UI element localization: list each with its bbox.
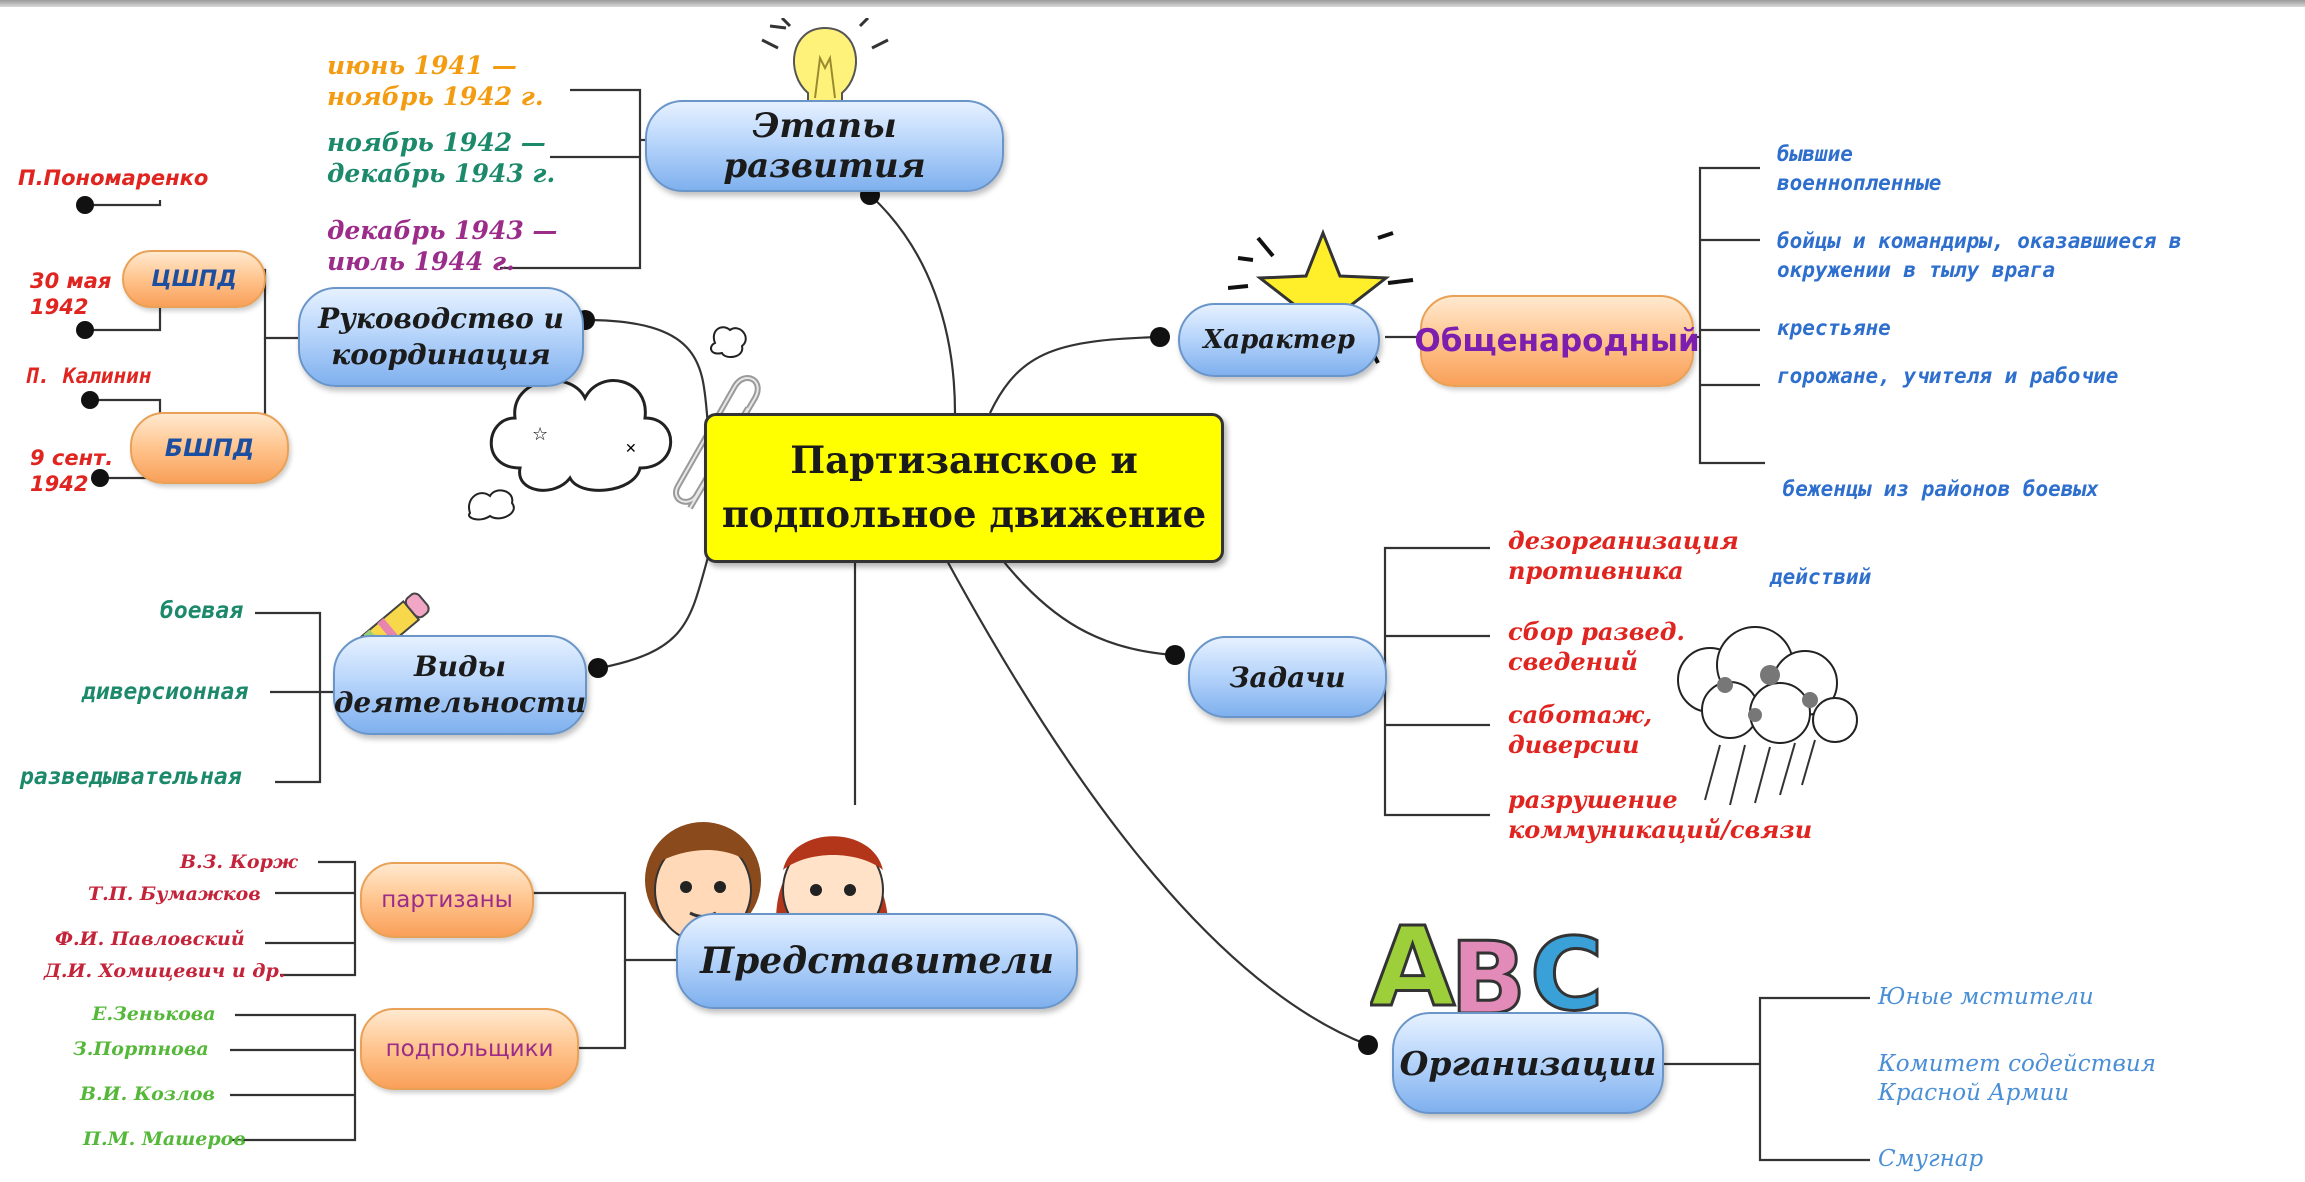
- activities-line-1: Виды: [414, 649, 506, 683]
- central-topic-line-2: подпольное движение: [721, 492, 1207, 536]
- cshpd-label: ЦШПД: [151, 266, 237, 292]
- task-item-3: саботаж, диверсии: [1508, 700, 1652, 760]
- partisans-label: партизаны: [381, 887, 513, 913]
- activity-item-2: диверсионная: [82, 679, 249, 705]
- leadership-node[interactable]: Руководство и координация: [298, 287, 584, 387]
- stage-1-line-1: июнь 1941 —: [327, 51, 517, 80]
- character-value: Общенародный: [1414, 323, 1700, 359]
- bshpd-date-line-2: 1942: [30, 472, 89, 497]
- organization-item-2-line-2: Красной Армии: [1878, 1079, 2070, 1106]
- character-item-4-line-1: горожане, учителя и рабочие: [1777, 364, 2119, 388]
- window-top-border: [0, 0, 2305, 7]
- stage-1: июнь 1941 — ноябрь 1942 г.: [327, 50, 544, 113]
- character-item-5: беженцы из районов боевых действий: [1770, 416, 2099, 622]
- partisans-node[interactable]: партизаны: [360, 862, 534, 938]
- cshpd-date-line-1: 30 мая: [30, 269, 112, 293]
- character-item-3: крестьяне: [1777, 315, 1891, 341]
- partisan-name-1: В.З. Корж: [180, 851, 298, 873]
- abc-letter-b: B: [1450, 920, 1526, 1025]
- underground-name-2: З.Портнова: [73, 1038, 209, 1060]
- character-item-5-line-2: действий: [1770, 564, 1872, 589]
- underground-name-1: Е.Зенькова: [92, 1003, 216, 1025]
- cshpd-date: 30 мая 1942: [30, 268, 111, 321]
- task-item-4-line-1: разрушение: [1508, 785, 1678, 814]
- stage-2-line-2: декабрь 1943 г.: [327, 159, 556, 189]
- task-item-2: сбор развед. сведений: [1508, 617, 1685, 677]
- task-item-1: дезорганизация противника: [1508, 526, 1739, 586]
- abc-icon: A B C: [1370, 905, 1605, 1025]
- partisan-name-2: Т.П. Бумажков: [88, 883, 261, 905]
- character-label: Характер: [1203, 325, 1355, 355]
- partisan-name-3: Ф.И. Павловский: [55, 928, 245, 950]
- stage-1-line-2: ноябрь 1942 г.: [327, 82, 544, 112]
- partisan-name-4: Д.И. Хомицевич и др.: [44, 960, 286, 982]
- stage-2: ноябрь 1942 — декабрь 1943 г.: [327, 127, 555, 190]
- organizations-label: Организации: [1399, 1043, 1657, 1083]
- stage-3: декабрь 1943 — июль 1944 г.: [327, 215, 557, 278]
- organization-item-3: Смугнар: [1878, 1145, 1983, 1174]
- stage-2-line-1: ноябрь 1942 —: [327, 128, 546, 157]
- bshpd-person: П. Калинин: [25, 364, 152, 388]
- character-item-3-line-1: крестьяне: [1777, 316, 1891, 340]
- cshpd-date-line-2: 1942: [30, 295, 89, 320]
- character-item-1-line-2: военнопленные: [1777, 171, 1942, 196]
- central-topic-line-1: Партизанское и: [790, 438, 1138, 483]
- stage-3-line-2: июль 1944 г.: [327, 247, 515, 277]
- activities-line-2: деятельности: [333, 686, 587, 719]
- task-item-4: разрушение коммуникаций/связи: [1508, 785, 1812, 845]
- abc-letter-c: C: [1530, 916, 1603, 1025]
- underground-name-4: П.М. Машеров: [83, 1128, 246, 1150]
- stage-3-line-1: декабрь 1943 —: [327, 216, 558, 245]
- representatives-node[interactable]: Представители: [676, 913, 1078, 1009]
- cloud-icon: ☆ ✕: [468, 326, 747, 521]
- svg-text:✕: ✕: [625, 441, 637, 457]
- cshpd-person: П.Пономаренко: [18, 166, 209, 190]
- bshpd-label: БШПД: [164, 434, 255, 462]
- character-item-2: бойцы и командиры, оказавшиеся в окружен…: [1777, 227, 2182, 286]
- character-item-1-line-1: бывшие: [1777, 142, 1853, 166]
- bshpd-date: 9 сент. 1942: [30, 445, 113, 498]
- task-item-3-line-2: диверсии: [1508, 730, 1640, 759]
- task-item-1-line-1: дезорганизация: [1508, 526, 1739, 555]
- character-value-node[interactable]: Общенародный: [1414, 295, 1700, 387]
- task-item-3-line-1: саботаж,: [1508, 700, 1653, 729]
- organization-item-1-line-1: Юные мстители: [1878, 984, 2094, 1010]
- stages-node[interactable]: Этапы развития: [645, 100, 1004, 192]
- underground-label: подпольщики: [385, 1036, 554, 1062]
- organization-item-2: Комитет содействия Красной Армии: [1878, 1050, 2156, 1108]
- leadership-line-1: Руководство и: [318, 301, 564, 335]
- character-item-2-line-2: окружении в тылу врага: [1777, 258, 2056, 283]
- bshpd-date-line-1: 9 сент.: [30, 446, 114, 470]
- task-item-1-line-2: противника: [1508, 556, 1684, 585]
- character-node[interactable]: Характер: [1178, 303, 1380, 377]
- underground-node[interactable]: подпольщики: [360, 1008, 579, 1090]
- organization-item-2-line-1: Комитет содействия: [1878, 1051, 2156, 1077]
- character-item-2-line-1: бойцы и командиры, оказавшиеся в: [1777, 229, 2182, 253]
- task-item-4-line-2: коммуникаций/связи: [1508, 815, 1813, 844]
- activities-node[interactable]: Виды деятельности: [333, 635, 587, 735]
- underground-name-3: В.И. Козлов: [80, 1083, 215, 1105]
- organization-item-3-line-1: Смугнар: [1878, 1146, 1984, 1172]
- tasks-node[interactable]: Задачи: [1188, 636, 1387, 718]
- activity-item-3: разведывательная: [20, 764, 242, 790]
- tasks-label: Задачи: [1229, 660, 1346, 694]
- representatives-label: Представители: [700, 940, 1054, 982]
- svg-text:☆: ☆: [532, 424, 548, 445]
- storm-cloud-icon: [1677, 626, 1858, 806]
- stages-label: Этапы развития: [723, 106, 926, 186]
- abc-letter-a: A: [1370, 905, 1455, 1025]
- activity-item-1: боевая: [160, 598, 244, 624]
- character-item-4: горожане, учителя и рабочие: [1777, 363, 2118, 389]
- task-item-2-line-1: сбор развед.: [1508, 617, 1685, 646]
- task-item-2-line-2: сведений: [1508, 647, 1638, 676]
- leadership-line-2: координация: [331, 338, 551, 371]
- character-item-5-line-1: беженцы из районов боевых: [1770, 476, 2099, 501]
- central-topic[interactable]: Партизанское и подпольное движение: [704, 413, 1224, 563]
- organization-item-1: Юные мстители: [1878, 983, 2094, 1012]
- character-item-1: бывшие военнопленные: [1777, 140, 1941, 199]
- organizations-node[interactable]: Организации: [1392, 1012, 1664, 1114]
- bshpd-node[interactable]: БШПД: [130, 412, 289, 484]
- cshpd-node[interactable]: ЦШПД: [122, 250, 266, 308]
